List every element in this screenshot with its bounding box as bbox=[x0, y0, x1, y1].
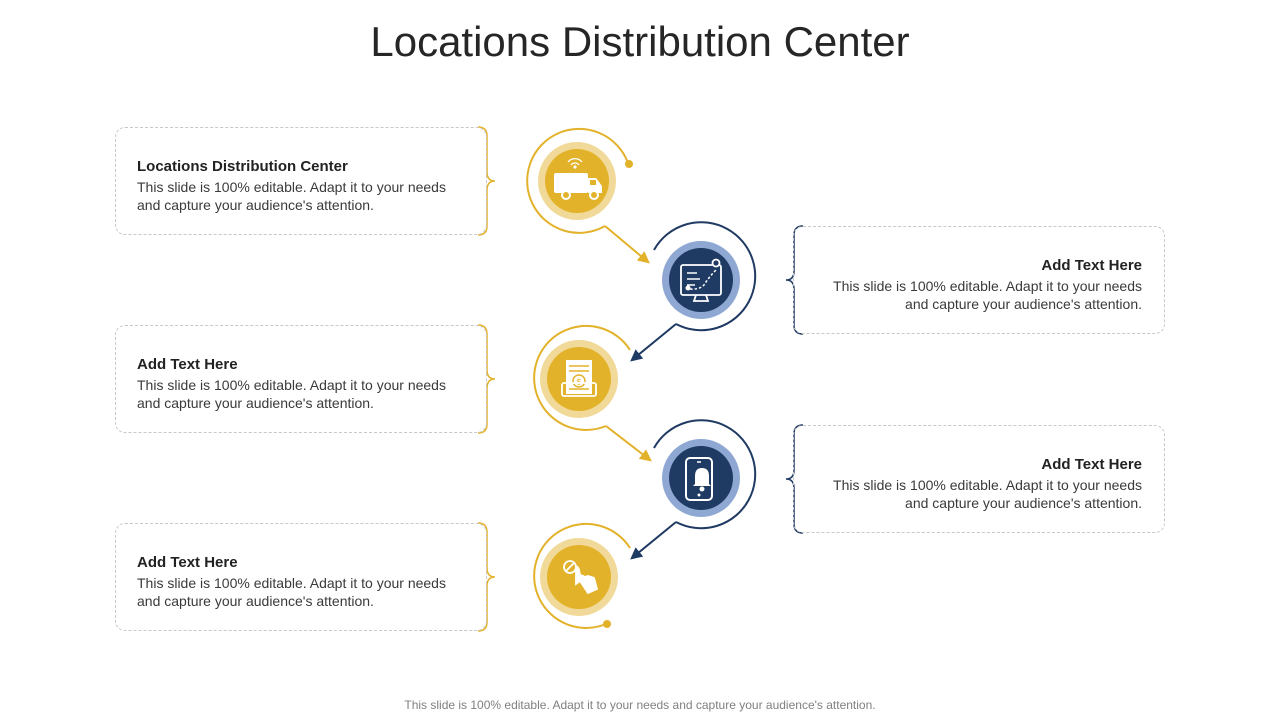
step-heading: Add Text Here bbox=[1041, 257, 1142, 274]
arc-1-dot bbox=[625, 160, 633, 168]
arrow-2 bbox=[630, 323, 677, 362]
arc-2 bbox=[653, 221, 757, 332]
arc-5-dot bbox=[603, 620, 611, 628]
step-body: This slide is 100% editable. Adapt it to… bbox=[137, 377, 446, 411]
arrow-1 bbox=[604, 225, 650, 264]
payment-invoice-icon: $ bbox=[561, 360, 597, 397]
step-card-3: Add Text Here This slide is 100% editabl… bbox=[115, 325, 487, 433]
step-heading: Locations Distribution Center bbox=[137, 158, 348, 175]
arrow-4 bbox=[630, 521, 677, 560]
step-body: This slide is 100% editable. Adapt it to… bbox=[833, 278, 1142, 312]
step-card-2: Add Text Here This slide is 100% editabl… bbox=[793, 226, 1165, 334]
step-3-node: $ bbox=[540, 340, 618, 418]
step-5-node bbox=[540, 538, 618, 616]
step-body: This slide is 100% editable. Adapt it to… bbox=[833, 477, 1142, 511]
step-card-1: Locations Distribution Center This slide… bbox=[115, 127, 487, 235]
arrow-3 bbox=[605, 425, 652, 462]
arc-5 bbox=[533, 522, 631, 629]
arc-3 bbox=[533, 324, 631, 431]
step-card-4: Add Text Here This slide is 100% editabl… bbox=[793, 425, 1165, 533]
step-2-node bbox=[662, 241, 740, 319]
step-heading: Add Text Here bbox=[1041, 456, 1142, 473]
step-heading: Add Text Here bbox=[137, 554, 238, 571]
arc-4 bbox=[653, 419, 757, 530]
step-1-node bbox=[538, 142, 616, 220]
step-card-5: Add Text Here This slide is 100% editabl… bbox=[115, 523, 487, 631]
brace-5 bbox=[477, 522, 496, 632]
brace-1 bbox=[477, 126, 496, 236]
hand-touch-icon bbox=[563, 560, 599, 595]
footer-note: This slide is 100% editable. Adapt it to… bbox=[404, 698, 876, 712]
slide-title: Locations Distribution Center bbox=[370, 18, 910, 65]
monitor-route-map-icon bbox=[680, 258, 722, 302]
delivery-van-icon bbox=[554, 158, 602, 200]
step-body: This slide is 100% editable. Adapt it to… bbox=[137, 575, 446, 609]
phone-notification-icon bbox=[685, 457, 713, 501]
arc-1 bbox=[526, 127, 629, 234]
step-body: This slide is 100% editable. Adapt it to… bbox=[137, 179, 446, 213]
step-heading: Add Text Here bbox=[137, 356, 238, 373]
brace-3 bbox=[477, 324, 496, 434]
step-4-node bbox=[662, 439, 740, 517]
